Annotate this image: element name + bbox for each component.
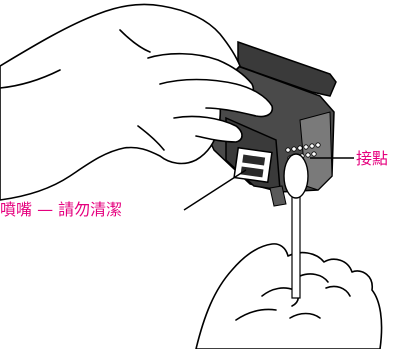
nozzle-plate [233, 146, 273, 184]
right-hand-palm [195, 243, 383, 350]
nozzle-warning-label: 噴嘴 — 請勿清潔 [0, 200, 123, 219]
left-hand-thumb [173, 115, 243, 143]
left-hand [0, 3, 274, 201]
swab-tip [283, 153, 309, 199]
cartridge-foot [269, 185, 287, 207]
nozzle-plate-inner [242, 154, 266, 166]
right-hand-knuckle [289, 312, 321, 319]
swab-stick [291, 195, 301, 299]
right-hand-finger-2 [299, 273, 329, 283]
contacts-label: 接點 [356, 149, 389, 168]
right-hand-finger-3 [325, 285, 351, 297]
cotton-swab [283, 153, 309, 299]
right-hand-crease [235, 308, 277, 321]
nozzle-plate-inner-2 [240, 166, 264, 178]
left-hand-crease-1 [119, 29, 151, 53]
nozzle-leader-line [183, 169, 247, 211]
left-hand-finger-2 [159, 78, 274, 118]
left-wrist [0, 69, 61, 89]
left-hand-crease-2 [137, 125, 165, 151]
right-hand [195, 243, 383, 350]
